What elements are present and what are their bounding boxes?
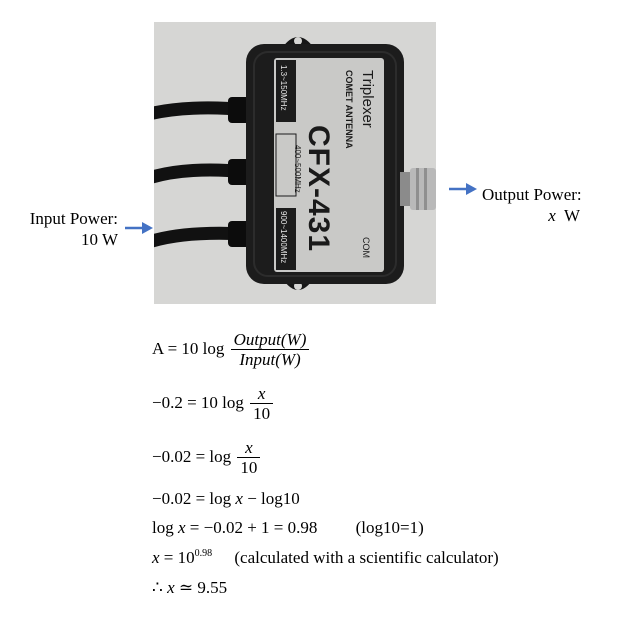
input-power-title: Input Power: — [29, 209, 118, 228]
brand-text: Triplexer — [359, 70, 376, 128]
equation-substitution: −0.2 = 10 log x 10 — [152, 384, 275, 424]
eq2-fraction: x 10 — [250, 384, 274, 424]
eq3-fraction: x 10 — [237, 438, 261, 478]
input-power-label: Input Power: 10 W — [20, 208, 118, 250]
output-power-title: Output Power: — [482, 185, 582, 204]
eq5-note: (log10=1) — [355, 518, 424, 537]
output-power-unit: W — [563, 206, 580, 225]
eq3-denominator: 10 — [240, 458, 258, 477]
eq2-denominator: 10 — [253, 404, 271, 423]
n-connector — [400, 168, 436, 210]
port-hf-text: 1.3~150MHz — [279, 65, 288, 111]
output-power-label: Output Power: x W — [482, 184, 592, 226]
eq5-var: x — [177, 518, 186, 537]
eq4-pre: −0.02 = log — [152, 489, 232, 508]
eq1-denominator: Input(W) — [239, 350, 301, 369]
eq6-mid: = 10 — [159, 548, 195, 567]
eq6-note: (calculated with a scientific calculator… — [234, 548, 499, 567]
equation-log-x: log x = −0.02 + 1 = 0.98 (log10=1) — [152, 518, 424, 538]
port-uhf-text: 400~500MHz — [293, 145, 302, 193]
common-port-text: COM — [361, 237, 371, 258]
eq2-numerator: x — [250, 384, 274, 404]
eq1-lhs: A = 10 log — [152, 338, 225, 358]
maker-text: COMET ANTENNA — [344, 70, 354, 149]
equation-gain-definition: A = 10 log Output(W) Input(W) — [152, 330, 311, 370]
eq5-post: = −0.02 + 1 = 0.98 — [185, 518, 318, 537]
equation-log-split: −0.02 = log x − log10 — [152, 489, 300, 509]
model-text: CFX-431 — [302, 125, 335, 252]
eq1-fraction: Output(W) Input(W) — [230, 330, 310, 370]
input-arrow-icon — [125, 222, 153, 234]
label-plate — [274, 58, 384, 272]
equation-divide: −0.02 = log x 10 — [152, 438, 262, 478]
eq4-var: x — [235, 489, 243, 508]
eq6-exponent: 0.98 — [194, 548, 213, 559]
eq2-lhs: −0.2 = 10 log — [152, 392, 244, 412]
eq4-post: − log10 — [242, 489, 300, 508]
output-power-var: x — [548, 206, 556, 225]
equation-result: ∴ x ≃ 9.55 — [152, 578, 227, 598]
port-shf-text: 900~1400MHz — [279, 211, 288, 263]
output-arrow-icon — [449, 183, 477, 195]
eq7-var: x — [167, 578, 175, 597]
input-power-value: 10 W — [81, 230, 118, 249]
output-power-value: x W — [482, 205, 592, 226]
eq1-numerator: Output(W) — [230, 330, 310, 350]
eq6-var: x — [152, 548, 160, 567]
eq7-post: ≃ 9.55 — [174, 578, 228, 597]
equation-antilog: x = 100.98 (calculated with a scientific… — [152, 548, 499, 568]
device-photo: Triplexer COMET ANTENNA CFX-431 COM 400~… — [154, 22, 436, 304]
eq3-lhs: −0.02 = log — [152, 446, 232, 466]
eq3-numerator: x — [237, 438, 261, 458]
eq7-pre: ∴ — [152, 578, 168, 597]
eq5-pre: log — [152, 518, 174, 537]
